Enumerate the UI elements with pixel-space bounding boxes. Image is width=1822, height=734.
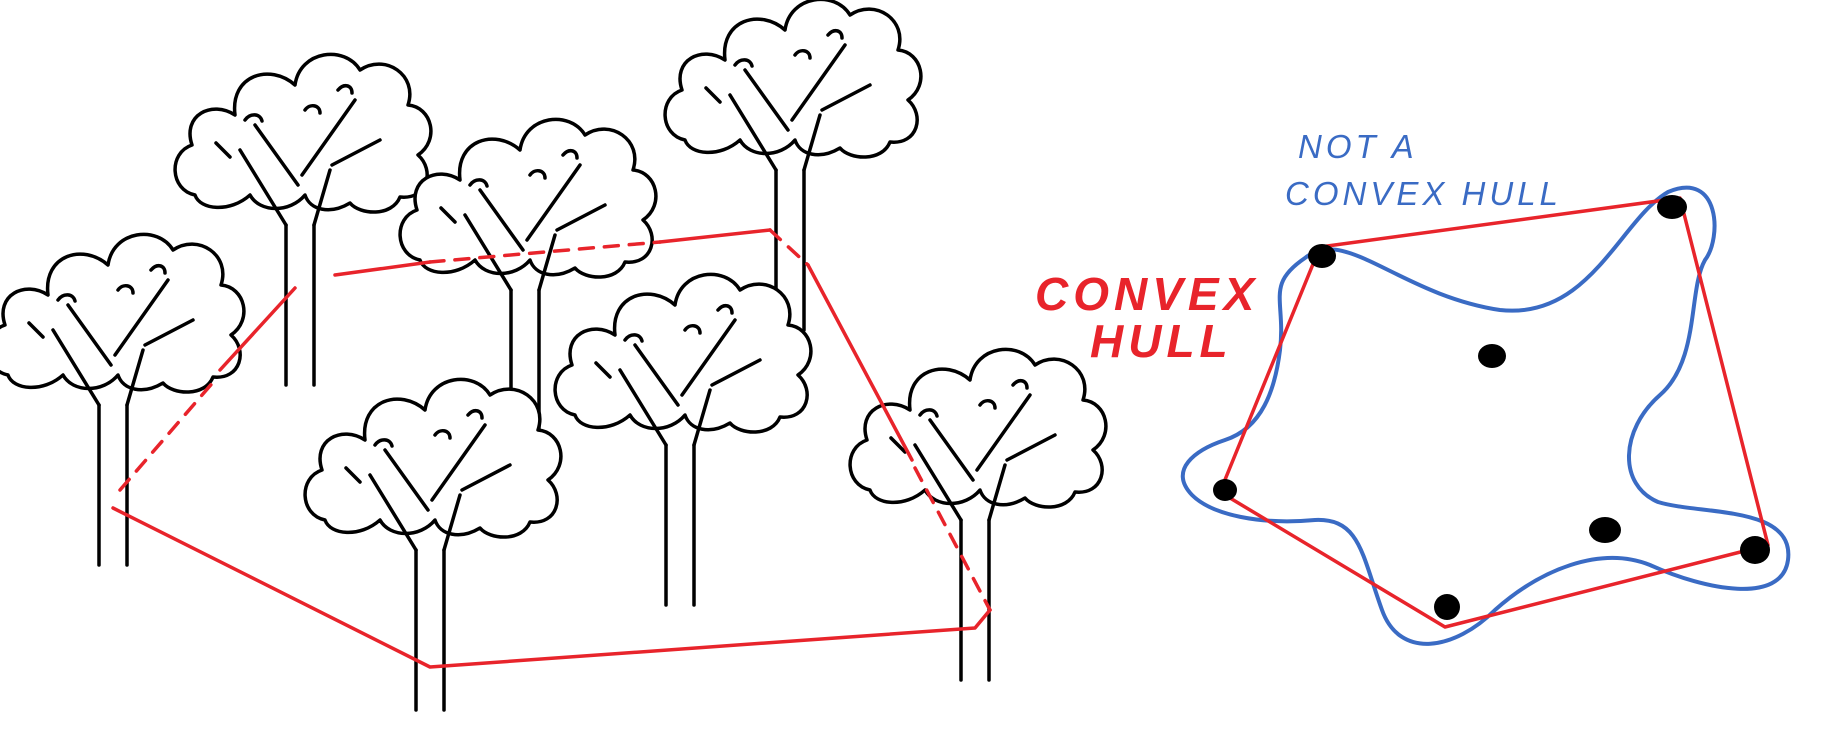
- point-5: [1589, 517, 1621, 543]
- hull-edge-left-top: [218, 286, 297, 372]
- points-convex-hull: [1218, 196, 1770, 629]
- point-4: [1213, 479, 1237, 501]
- point-2: [1657, 195, 1687, 219]
- tree-convex-hull: [111, 228, 992, 669]
- convex-hull-label-line2: HULL: [1090, 315, 1233, 367]
- point-set-comparison: [1180, 185, 1791, 646]
- hull-edge-back-right: [658, 228, 772, 244]
- hull-edge-hidden-right-top: [768, 228, 810, 267]
- point-1: [1308, 244, 1336, 268]
- hull-edge-hidden-back: [428, 240, 662, 264]
- not-convex-hull-label: NOT A CONVEX HULL: [1285, 128, 1562, 212]
- hull-edge-hidden-right: [913, 466, 992, 612]
- hull-edge-hidden-left: [118, 378, 217, 492]
- hull-edge-front: [111, 506, 992, 669]
- point-3: [1478, 344, 1506, 368]
- tree-1: [0, 232, 246, 567]
- point-6: [1740, 536, 1770, 564]
- hull-edge-back-left: [333, 260, 432, 277]
- convex-hull-label-line1: CONVEX: [1035, 268, 1259, 320]
- tree-7: [848, 347, 1108, 682]
- non-convex-boundary: [1180, 185, 1791, 646]
- tree-5: [553, 272, 813, 607]
- convex-hull-label: CONVEX HULL: [1035, 268, 1259, 367]
- tree-group: [0, 0, 1108, 712]
- point-7: [1434, 594, 1460, 620]
- hull-edge-right: [806, 263, 914, 462]
- not-hull-label-line1: NOT A: [1298, 128, 1418, 165]
- not-hull-label-line2: CONVEX HULL: [1285, 175, 1562, 212]
